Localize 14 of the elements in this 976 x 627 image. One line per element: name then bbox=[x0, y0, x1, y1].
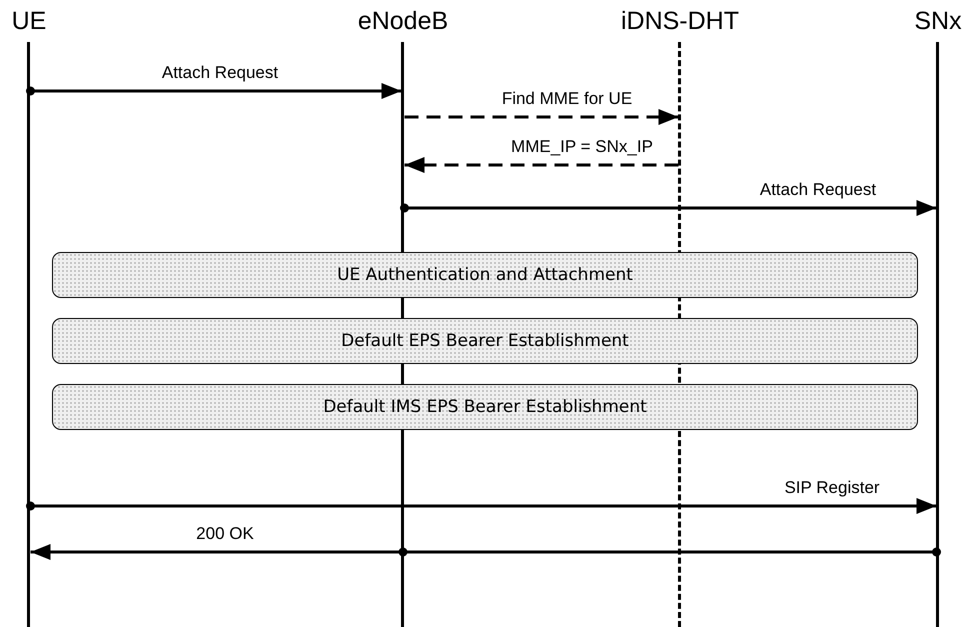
process-bar bbox=[52, 252, 918, 298]
process-bar bbox=[52, 384, 918, 430]
process-label: Default EPS Bearer Establishment bbox=[341, 331, 629, 351]
message-arrow bbox=[26, 498, 936, 514]
lifeline bbox=[936, 42, 940, 627]
process-label: UE Authentication and Attachment bbox=[337, 265, 633, 285]
process-label: Default IMS EPS Bearer Establishment bbox=[323, 397, 647, 417]
message-arrow bbox=[404, 157, 678, 173]
message-arrow bbox=[400, 200, 936, 216]
lifeline bbox=[27, 42, 30, 627]
process-bar bbox=[52, 318, 918, 364]
message-arrow bbox=[404, 109, 678, 125]
message-arrow bbox=[30, 544, 941, 560]
message-arrow bbox=[26, 83, 402, 99]
